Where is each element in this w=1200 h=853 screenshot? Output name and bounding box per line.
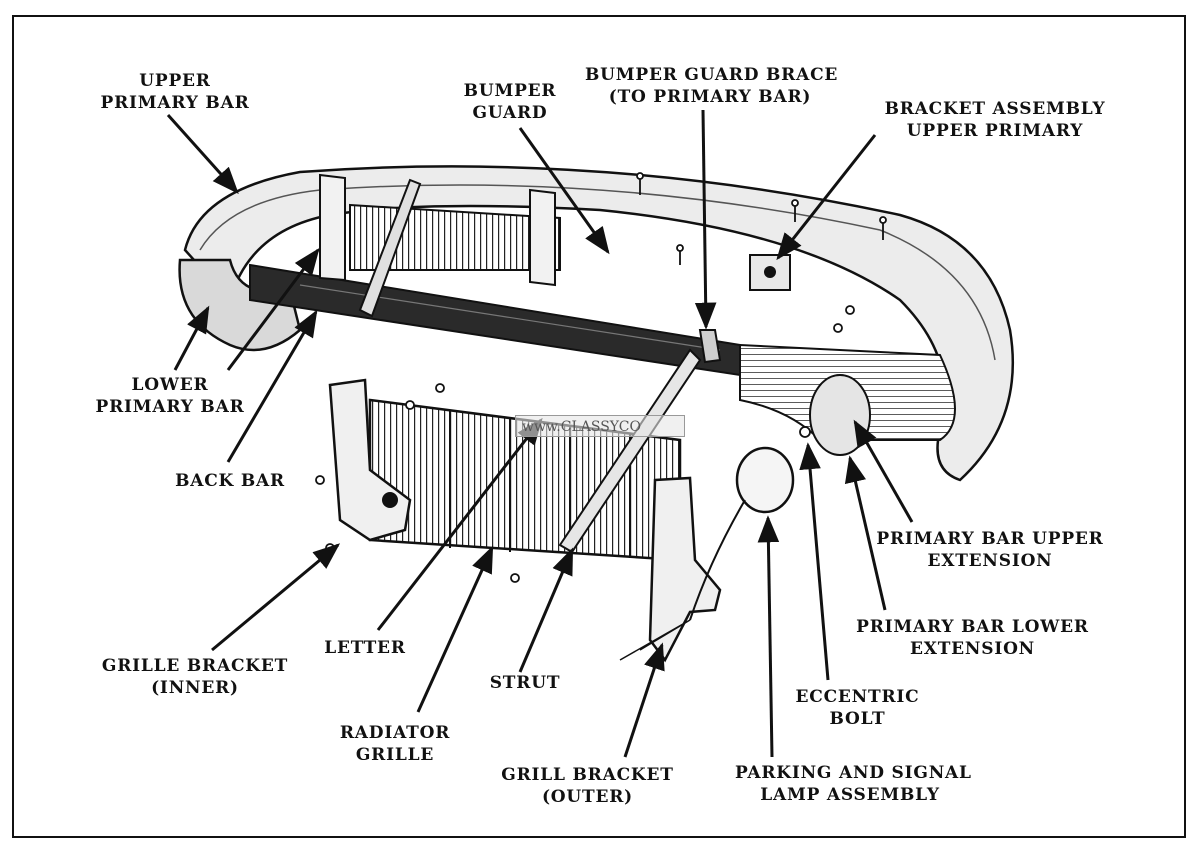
- watermark: www.CLASSYCO: [515, 415, 685, 437]
- label-bracket-assembly: BRACKET ASSEMBLY UPPER PRIMARY: [884, 99, 1106, 141]
- diagram-border: [12, 15, 1186, 838]
- parking-lamp-shape: [619, 446, 795, 661]
- back-bar-shape: [249, 263, 741, 377]
- label-parking-lamp: PARKING AND SIGNAL LAMP ASSEMBLY: [735, 763, 972, 805]
- label-primary-bar-lower-extension: PRIMARY BAR LOWER EXTENSION: [856, 617, 1089, 659]
- grille-bracket-inner-shape: [328, 378, 412, 542]
- primary-bar-extension-shape: [739, 343, 956, 456]
- label-lower-primary-bar: LOWER PRIMARY BAR: [95, 375, 245, 417]
- label-primary-bar-upper-extension: PRIMARY BAR UPPER EXTENSION: [876, 529, 1104, 571]
- label-letter: LETTER: [324, 638, 406, 658]
- label-upper-primary-bar: UPPER PRIMARY BAR: [100, 71, 250, 113]
- label-back-bar: BACK BAR: [175, 471, 285, 491]
- label-bumper-guard-brace: BUMPER GUARD BRACE (TO PRIMARY BAR): [585, 65, 839, 107]
- label-radiator-grille: RADIATOR GRILLE: [339, 723, 451, 765]
- upper-primary-bar-shape: [183, 165, 1015, 482]
- label-bumper-guard: BUMPER GUARD: [463, 81, 557, 123]
- bumper-guard-shape: [319, 173, 722, 364]
- label-grille-bracket-inner: GRILLE BRACKET (INNER): [101, 656, 289, 698]
- bracket-assembly-shape: [749, 254, 791, 291]
- label-strut: STRUT: [489, 673, 561, 693]
- label-eccentric-bolt: ECCENTRIC BOLT: [795, 687, 920, 729]
- leader-arrows: [166, 109, 914, 758]
- bolts: [315, 172, 887, 583]
- label-grill-bracket-outer: GRILL BRACKET (OUTER): [501, 765, 674, 807]
